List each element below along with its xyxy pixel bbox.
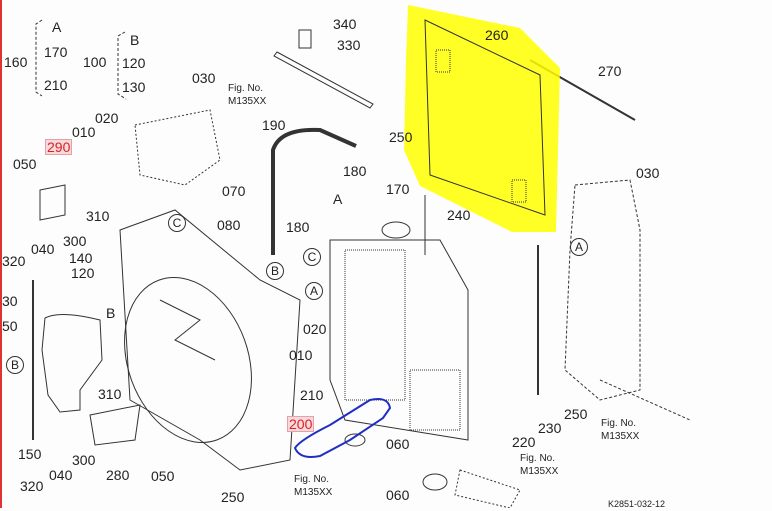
- ref-marker: C: [168, 214, 186, 232]
- part-label: 160: [4, 54, 28, 70]
- part-label: 250: [389, 129, 413, 145]
- part-label: 150: [18, 446, 42, 462]
- part-label: 120: [71, 265, 95, 281]
- upper-bracket: [134, 109, 221, 186]
- part-label: 220: [512, 434, 536, 450]
- part-label: 180: [343, 163, 367, 179]
- diagram-id: K2851-032-12: [608, 499, 666, 509]
- ref-marker: A: [305, 282, 323, 300]
- part-label: B: [130, 32, 140, 48]
- bracket-290: [39, 184, 66, 221]
- bracket-280: [89, 404, 141, 446]
- part-label: 280: [106, 467, 130, 483]
- radiator-cap-170: [381, 221, 411, 239]
- part-label: 180: [286, 219, 310, 235]
- part-label: 060: [386, 436, 410, 452]
- part-label: 50: [2, 318, 18, 334]
- part-label: 330: [337, 37, 361, 53]
- part-label: 130: [122, 79, 146, 95]
- part-label: 050: [151, 468, 175, 484]
- fig-ref-number: M135XX: [228, 96, 267, 107]
- hose-190: [271, 127, 357, 255]
- part-label: 100: [83, 54, 107, 70]
- annotation-circle: [293, 398, 392, 458]
- panel-260: [424, 19, 546, 216]
- part-label: B: [106, 305, 116, 321]
- part-label: 300: [63, 233, 87, 249]
- fig-ref-label: Fig. No.: [294, 474, 330, 485]
- part-label-highlighted: 200: [287, 416, 315, 432]
- radiator-core: [344, 249, 406, 401]
- ref-marker: A: [570, 238, 588, 256]
- part-label: 310: [98, 386, 122, 402]
- part-label: 270: [598, 63, 622, 79]
- part-label: A: [333, 191, 343, 207]
- part-label: 320: [20, 478, 44, 494]
- part-label: 030: [192, 70, 216, 86]
- part-label: 230: [538, 420, 562, 436]
- part-label: 040: [31, 241, 55, 257]
- fig-ref-label: Fig. No.: [228, 83, 264, 94]
- part-label: 250: [564, 406, 588, 422]
- radiator-core-lower: [409, 369, 461, 431]
- fig-ref-label: Fig. No.: [520, 453, 556, 464]
- fan-ring: [124, 277, 252, 443]
- part-label: 010: [72, 124, 96, 140]
- part-label: 190: [262, 117, 286, 133]
- cushion-060: [422, 473, 448, 491]
- part-label: 030: [636, 165, 660, 181]
- part-label: 310: [86, 208, 110, 224]
- part-label: 170: [44, 44, 68, 60]
- frame-bracket: [564, 179, 641, 401]
- part-label: 30: [2, 293, 18, 309]
- ref-marker: B: [266, 262, 284, 280]
- part-label: 320: [2, 253, 26, 269]
- part-label: 080: [217, 217, 241, 233]
- part-label: 260: [485, 27, 509, 43]
- part-label: 050: [13, 156, 37, 172]
- part-label: 120: [122, 55, 146, 71]
- part-label: 210: [300, 387, 324, 403]
- part-label: 210: [44, 77, 68, 93]
- seal-strip-330: [273, 51, 374, 109]
- part-label: A: [52, 19, 62, 35]
- part-label: 070: [222, 183, 246, 199]
- group-bracket-b: [117, 31, 127, 100]
- part-label: 010: [289, 347, 313, 363]
- part-label-highlighted: 290: [45, 139, 73, 155]
- part-label: 340: [333, 16, 357, 32]
- radiator: [329, 239, 469, 441]
- fan-shroud: [119, 209, 301, 471]
- fig-ref-number: M135XX: [520, 466, 559, 477]
- cushion-060-upper: [344, 433, 366, 447]
- part-label: 040: [49, 467, 73, 483]
- part-label: 020: [95, 110, 119, 126]
- part-label: 250: [221, 489, 245, 505]
- fig-ref-label: Fig. No.: [601, 418, 637, 429]
- window-edge: [0, 0, 2, 508]
- part-label: 060: [386, 487, 410, 503]
- ref-marker: C: [303, 248, 321, 266]
- part-label: 300: [72, 452, 96, 468]
- ref-marker: B: [6, 356, 24, 374]
- reserve-tank: [41, 314, 103, 413]
- fig-ref-number: M135XX: [601, 431, 640, 442]
- part-label: 020: [303, 321, 327, 337]
- group-bracket-a: [35, 19, 43, 97]
- fig-ref-number: M135XX: [294, 487, 333, 498]
- highlight-panel-260: [404, 5, 560, 232]
- part-label: 140: [69, 250, 93, 266]
- part-label: 170: [386, 181, 410, 197]
- part-label: 240: [447, 207, 471, 223]
- clip-340: [298, 29, 312, 49]
- break-line: [159, 299, 216, 361]
